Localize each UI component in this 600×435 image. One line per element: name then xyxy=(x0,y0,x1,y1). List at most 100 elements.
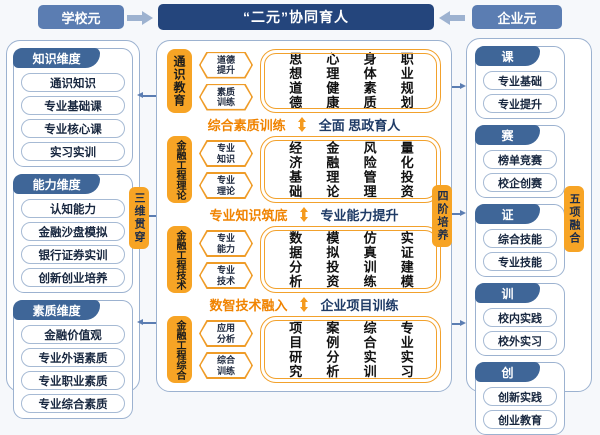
fusion-item: 校外实习 xyxy=(483,331,557,350)
content-phrase: 量化投资 xyxy=(398,140,414,199)
content-phrase: 实证建模 xyxy=(398,230,414,289)
dimension-item: 金融价值观 xyxy=(21,325,125,344)
center-curriculum-panel: 通识教育 道德提升 素质训练 思想道德 心理健康 身体素质 职业规划 综合素质训… xyxy=(156,40,452,392)
hex-badge-label: 专业理论 xyxy=(216,175,235,196)
dimension-group-ability: 能力维度 认知能力 金融沙盘模拟 银行证券实训 创新创业培养 xyxy=(13,174,133,293)
three-dimensions-label: 三维贯穿 xyxy=(129,187,149,249)
content-phrase: 仿真训练 xyxy=(361,230,377,289)
divider-right-text: 全面 思政育人 xyxy=(318,118,401,133)
stage-row-fe-technology: 金融工程技术 专业能力 专业技术 数据分析 模拟投资 仿真训练 实证建模 xyxy=(167,226,441,293)
group-tab: 创 xyxy=(475,362,541,382)
divider-left-text: 数智技术融入 xyxy=(209,298,288,313)
hex-badge: 专业能力 xyxy=(199,230,253,257)
arrow-left-icon xyxy=(439,11,465,25)
connector-arrow-right-icon xyxy=(452,320,466,326)
school-unit-box: 学校元 xyxy=(38,5,124,29)
divider-ideological: 综合素质训练 全面 思政育人 xyxy=(167,117,441,133)
arrow-bar xyxy=(127,15,142,21)
stage-content-box: 项目研究 案例分析 综合实训 专业实习 xyxy=(260,316,441,383)
dimension-item: 专业职业素质 xyxy=(21,371,125,390)
content-phrase: 专业实习 xyxy=(398,320,414,379)
hex-badge: 素质训练 xyxy=(199,83,253,111)
five-fusions-label: 五项融合 xyxy=(564,186,584,252)
arrow-bar xyxy=(450,15,465,21)
dimension-group-quality: 素质维度 金融价值观 专业外语素质 专业职业素质 专业综合素质 xyxy=(13,300,133,419)
hex-badge: 道德提升 xyxy=(199,51,253,79)
double-arrow-icon xyxy=(299,297,309,312)
stage-row-fe-theory: 金融工程理论 专业知识 专业理论 经济基础 金融理论 风险管理 量化投资 xyxy=(167,136,441,203)
group-tab: 训 xyxy=(475,283,541,303)
divider-left-text: 专业知识筑底 xyxy=(209,208,288,223)
stage-label: 通识教育 xyxy=(167,49,192,113)
fusion-item: 专业提升 xyxy=(483,94,557,113)
fusion-group-competition: 赛 榜单竞赛 校企创赛 xyxy=(475,125,565,198)
group-tab: 课 xyxy=(475,46,541,66)
dimension-item: 实习实训 xyxy=(21,142,125,161)
dimension-item: 通识知识 xyxy=(21,73,125,92)
dimension-item: 银行证券实训 xyxy=(21,245,125,264)
content-phrase: 身体素质 xyxy=(361,52,377,110)
content-phrase: 模拟投资 xyxy=(324,230,340,289)
connector-arrow-left-icon xyxy=(137,319,156,325)
fusion-item: 创新实践 xyxy=(483,387,557,406)
group-tab: 证 xyxy=(475,204,541,224)
dimension-item: 专业综合素质 xyxy=(21,394,125,413)
content-phrase: 案例分析 xyxy=(324,320,340,379)
hex-badge-label: 应用分析 xyxy=(216,323,235,344)
content-phrase: 经济基础 xyxy=(287,140,303,199)
fusion-item: 专业技能 xyxy=(483,252,557,271)
dimension-item: 金融沙盘模拟 xyxy=(21,222,125,241)
connector-arrow-right-icon xyxy=(452,83,466,89)
dimension-item: 创新创业培养 xyxy=(21,268,125,287)
group-tab: 能力维度 xyxy=(13,174,101,194)
divider-digital-enterprise: 数智技术融入 企业项目训练 xyxy=(167,297,441,313)
connector-arrow-left-icon xyxy=(137,92,156,98)
stage-content-box: 思想道德 心理健康 身体素质 职业规划 xyxy=(260,49,441,113)
dimension-item: 认知能力 xyxy=(21,199,125,218)
content-phrase: 职业规划 xyxy=(398,52,414,110)
fusion-item: 校内实践 xyxy=(483,308,557,327)
hex-badge-label: 素质训练 xyxy=(216,86,235,107)
group-tab: 赛 xyxy=(475,125,541,145)
connector-arrow-right-icon xyxy=(452,210,466,216)
stage-content-box: 数据分析 模拟投资 仿真训练 实证建模 xyxy=(260,226,441,293)
fusion-item: 专业基础 xyxy=(483,71,557,90)
stage-row-fe-comprehensive: 金融工程综合 应用分析 综合训练 项目研究 案例分析 综合实训 专业实习 xyxy=(167,316,441,383)
group-tab: 素质维度 xyxy=(13,300,101,320)
arrow-head xyxy=(439,11,450,25)
dimension-group-knowledge: 知识维度 通识知识 专业基础课 专业核心课 实习实训 xyxy=(13,48,133,167)
badge-column: 应用分析 综合训练 xyxy=(199,316,253,383)
fusion-group-innovation: 创 创新实践 创业教育 xyxy=(475,362,565,435)
divider-right-text: 专业能力提升 xyxy=(320,208,399,223)
content-phrase: 项目研究 xyxy=(287,320,303,379)
arrow-head xyxy=(142,11,153,25)
dual-coeducation-title: “二元”协同育人 xyxy=(158,4,434,30)
fusion-item: 榜单竞赛 xyxy=(483,150,557,169)
right-fusion-panel: 课 专业基础 专业提升 赛 榜单竞赛 校企创赛 证 综合技能 专业技能 训 校内… xyxy=(466,38,592,435)
stage-label: 金融工程技术 xyxy=(167,226,192,293)
dimension-item: 专业核心课 xyxy=(21,119,125,138)
stage-content-box: 经济基础 金融理论 风险管理 量化投资 xyxy=(260,136,441,203)
group-tab: 知识维度 xyxy=(13,48,101,68)
stage-label: 金融工程综合 xyxy=(167,316,192,383)
hex-badge-label: 专业技术 xyxy=(216,265,235,286)
fusion-item: 创业教育 xyxy=(483,410,557,429)
content-phrase: 综合实训 xyxy=(361,320,377,379)
fusion-group-training: 训 校内实践 校外实习 xyxy=(475,283,565,356)
enterprise-unit-box: 企业元 xyxy=(472,5,562,29)
hex-badge: 专业知识 xyxy=(199,140,253,167)
hex-badge: 综合训练 xyxy=(199,352,253,379)
hex-badge-label: 道德提升 xyxy=(216,54,235,75)
divider-left-text: 综合素质训练 xyxy=(207,118,286,133)
dimension-item: 专业外语素质 xyxy=(21,348,125,367)
four-stages-label: 四阶培养 xyxy=(432,185,452,247)
content-phrase: 思想道德 xyxy=(287,52,303,110)
stage-row-general-education: 通识教育 道德提升 素质训练 思想道德 心理健康 身体素质 职业规划 xyxy=(167,49,441,113)
hex-badge: 应用分析 xyxy=(199,320,253,347)
content-phrase: 心理健康 xyxy=(324,52,340,110)
badge-column: 专业知识 专业理论 xyxy=(199,136,253,203)
content-phrase: 数据分析 xyxy=(287,230,303,289)
divider-right-text: 企业项目训练 xyxy=(320,298,399,313)
fusion-item: 校企创赛 xyxy=(483,173,557,192)
double-arrow-icon xyxy=(299,207,309,222)
